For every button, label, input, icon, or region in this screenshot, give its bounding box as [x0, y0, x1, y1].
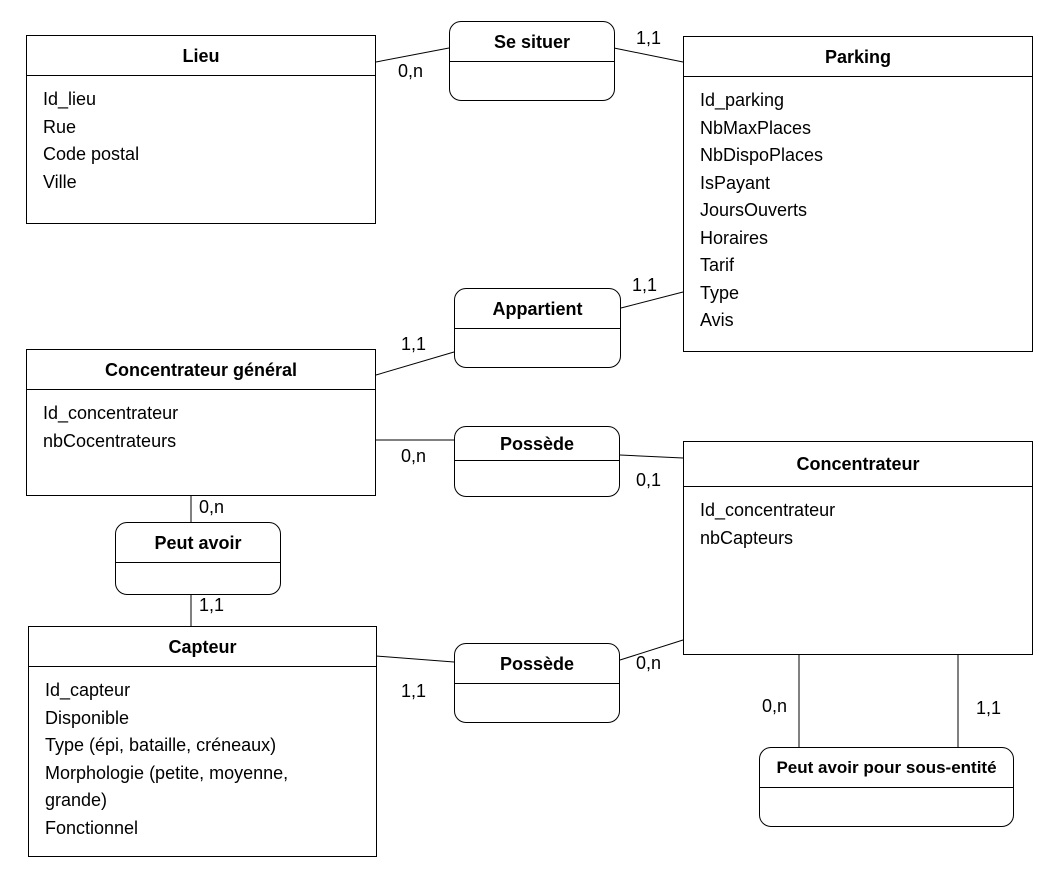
entity-lieu-attributes: Id_lieu Rue Code postal Ville [27, 76, 375, 196]
attribute: Id_concentrateur [43, 403, 179, 423]
attribute: Ville [43, 171, 77, 192]
entity-concentrateur-attributes: Id_concentrateur nbCapteurs [684, 487, 1032, 552]
association-possede-1: Possède [454, 426, 620, 497]
cardinality-cg-possede: 0,n [401, 446, 427, 466]
cardinality-parking-appartient: 1,1 [632, 275, 658, 295]
attribute: Horaires [700, 227, 769, 248]
attribute: JoursOuverts [700, 200, 808, 220]
link-cg-appartient [375, 351, 455, 376]
attribute: Tarif [700, 255, 735, 275]
entity-parking: Parking Id_parking NbMaxPlaces NbDispoPl… [683, 36, 1033, 352]
attribute: Id_lieu [43, 89, 97, 109]
association-appartient: Appartient [454, 288, 621, 368]
attribute: nbCapteurs [700, 527, 794, 548]
entity-capteur: Capteur Id_capteur Disponible Type (épi,… [28, 626, 377, 857]
entity-concentrateur-general-title: Concentrateur général [27, 350, 375, 390]
association-se-situer: Se situer [449, 21, 615, 101]
cardinality-sous-entite-right: 1,1 [976, 698, 1002, 718]
cardinality-capteur-possede: 1,1 [401, 681, 427, 701]
association-appartient-title: Appartient [455, 289, 620, 329]
entity-capteur-attributes: Id_capteur Disponible Type (épi, bataill… [29, 667, 376, 842]
cardinality-lieu-se-situer: 0,n [398, 61, 424, 81]
link-appartient-parking [620, 291, 684, 309]
attribute: NbMaxPlaces [700, 117, 812, 138]
attribute: Type [700, 282, 740, 303]
cardinality-cg-appartient: 1,1 [401, 334, 427, 354]
attribute: IsPayant [700, 172, 771, 193]
entity-concentrateur-title: Concentrateur [684, 442, 1032, 487]
association-peut-avoir-title: Peut avoir [116, 523, 280, 563]
entity-parking-attributes: Id_parking NbMaxPlaces NbDispoPlaces IsP… [684, 77, 1032, 335]
attribute: grande) [45, 790, 108, 810]
association-possede-1-title: Possède [455, 427, 619, 461]
cardinality-concentrateur-possede: 0,1 [636, 470, 662, 490]
link-se-situer-parking [613, 47, 684, 63]
entity-concentrateur: Concentrateur Id_concentrateur nbCapteur… [683, 441, 1033, 655]
cardinality-concentrateur-possede-capteur: 0,n [636, 653, 662, 673]
association-peut-avoir: Peut avoir [115, 522, 281, 595]
entity-lieu-title: Lieu [27, 36, 375, 76]
association-possede-2-title: Possède [455, 644, 619, 684]
link-possede-concentrateur-2 [619, 639, 684, 661]
attribute: Fonctionnel [45, 817, 139, 838]
attribute: Disponible [45, 707, 130, 728]
link-lieu-se-situer [375, 47, 450, 63]
attribute: Rue [43, 116, 77, 137]
attribute: Id_concentrateur [700, 500, 836, 520]
association-sous-entite: Peut avoir pour sous-entité [759, 747, 1014, 827]
cardinality-cg-peut-avoir: 0,n [199, 497, 225, 517]
attribute: Code postal [43, 144, 140, 164]
attribute: NbDispoPlaces [700, 145, 824, 165]
attribute: Morphologie (petite, moyenne, [45, 762, 289, 783]
cardinality-sous-entite-left: 0,n [762, 696, 788, 716]
attribute: Type (épi, bataille, créneaux) [45, 735, 277, 755]
link-possede-concentrateur [619, 454, 684, 459]
cardinality-parking-se-situer: 1,1 [636, 28, 662, 48]
entity-parking-title: Parking [684, 37, 1032, 77]
attribute: nbCocentrateurs [43, 430, 177, 451]
link-capteur-possede [375, 655, 455, 663]
association-possede-2: Possède [454, 643, 620, 723]
attribute: Id_parking [700, 90, 785, 110]
entity-capteur-title: Capteur [29, 627, 376, 667]
attribute: Avis [700, 310, 734, 330]
cardinality-capteur-peut-avoir: 1,1 [199, 595, 225, 615]
entity-lieu: Lieu Id_lieu Rue Code postal Ville [26, 35, 376, 224]
entity-concentrateur-general: Concentrateur général Id_concentrateur n… [26, 349, 376, 496]
association-sous-entite-title: Peut avoir pour sous-entité [760, 748, 1013, 788]
attribute: Id_capteur [45, 680, 131, 700]
association-se-situer-title: Se situer [450, 22, 614, 62]
entity-concentrateur-general-attributes: Id_concentrateur nbCocentrateurs [27, 390, 375, 455]
